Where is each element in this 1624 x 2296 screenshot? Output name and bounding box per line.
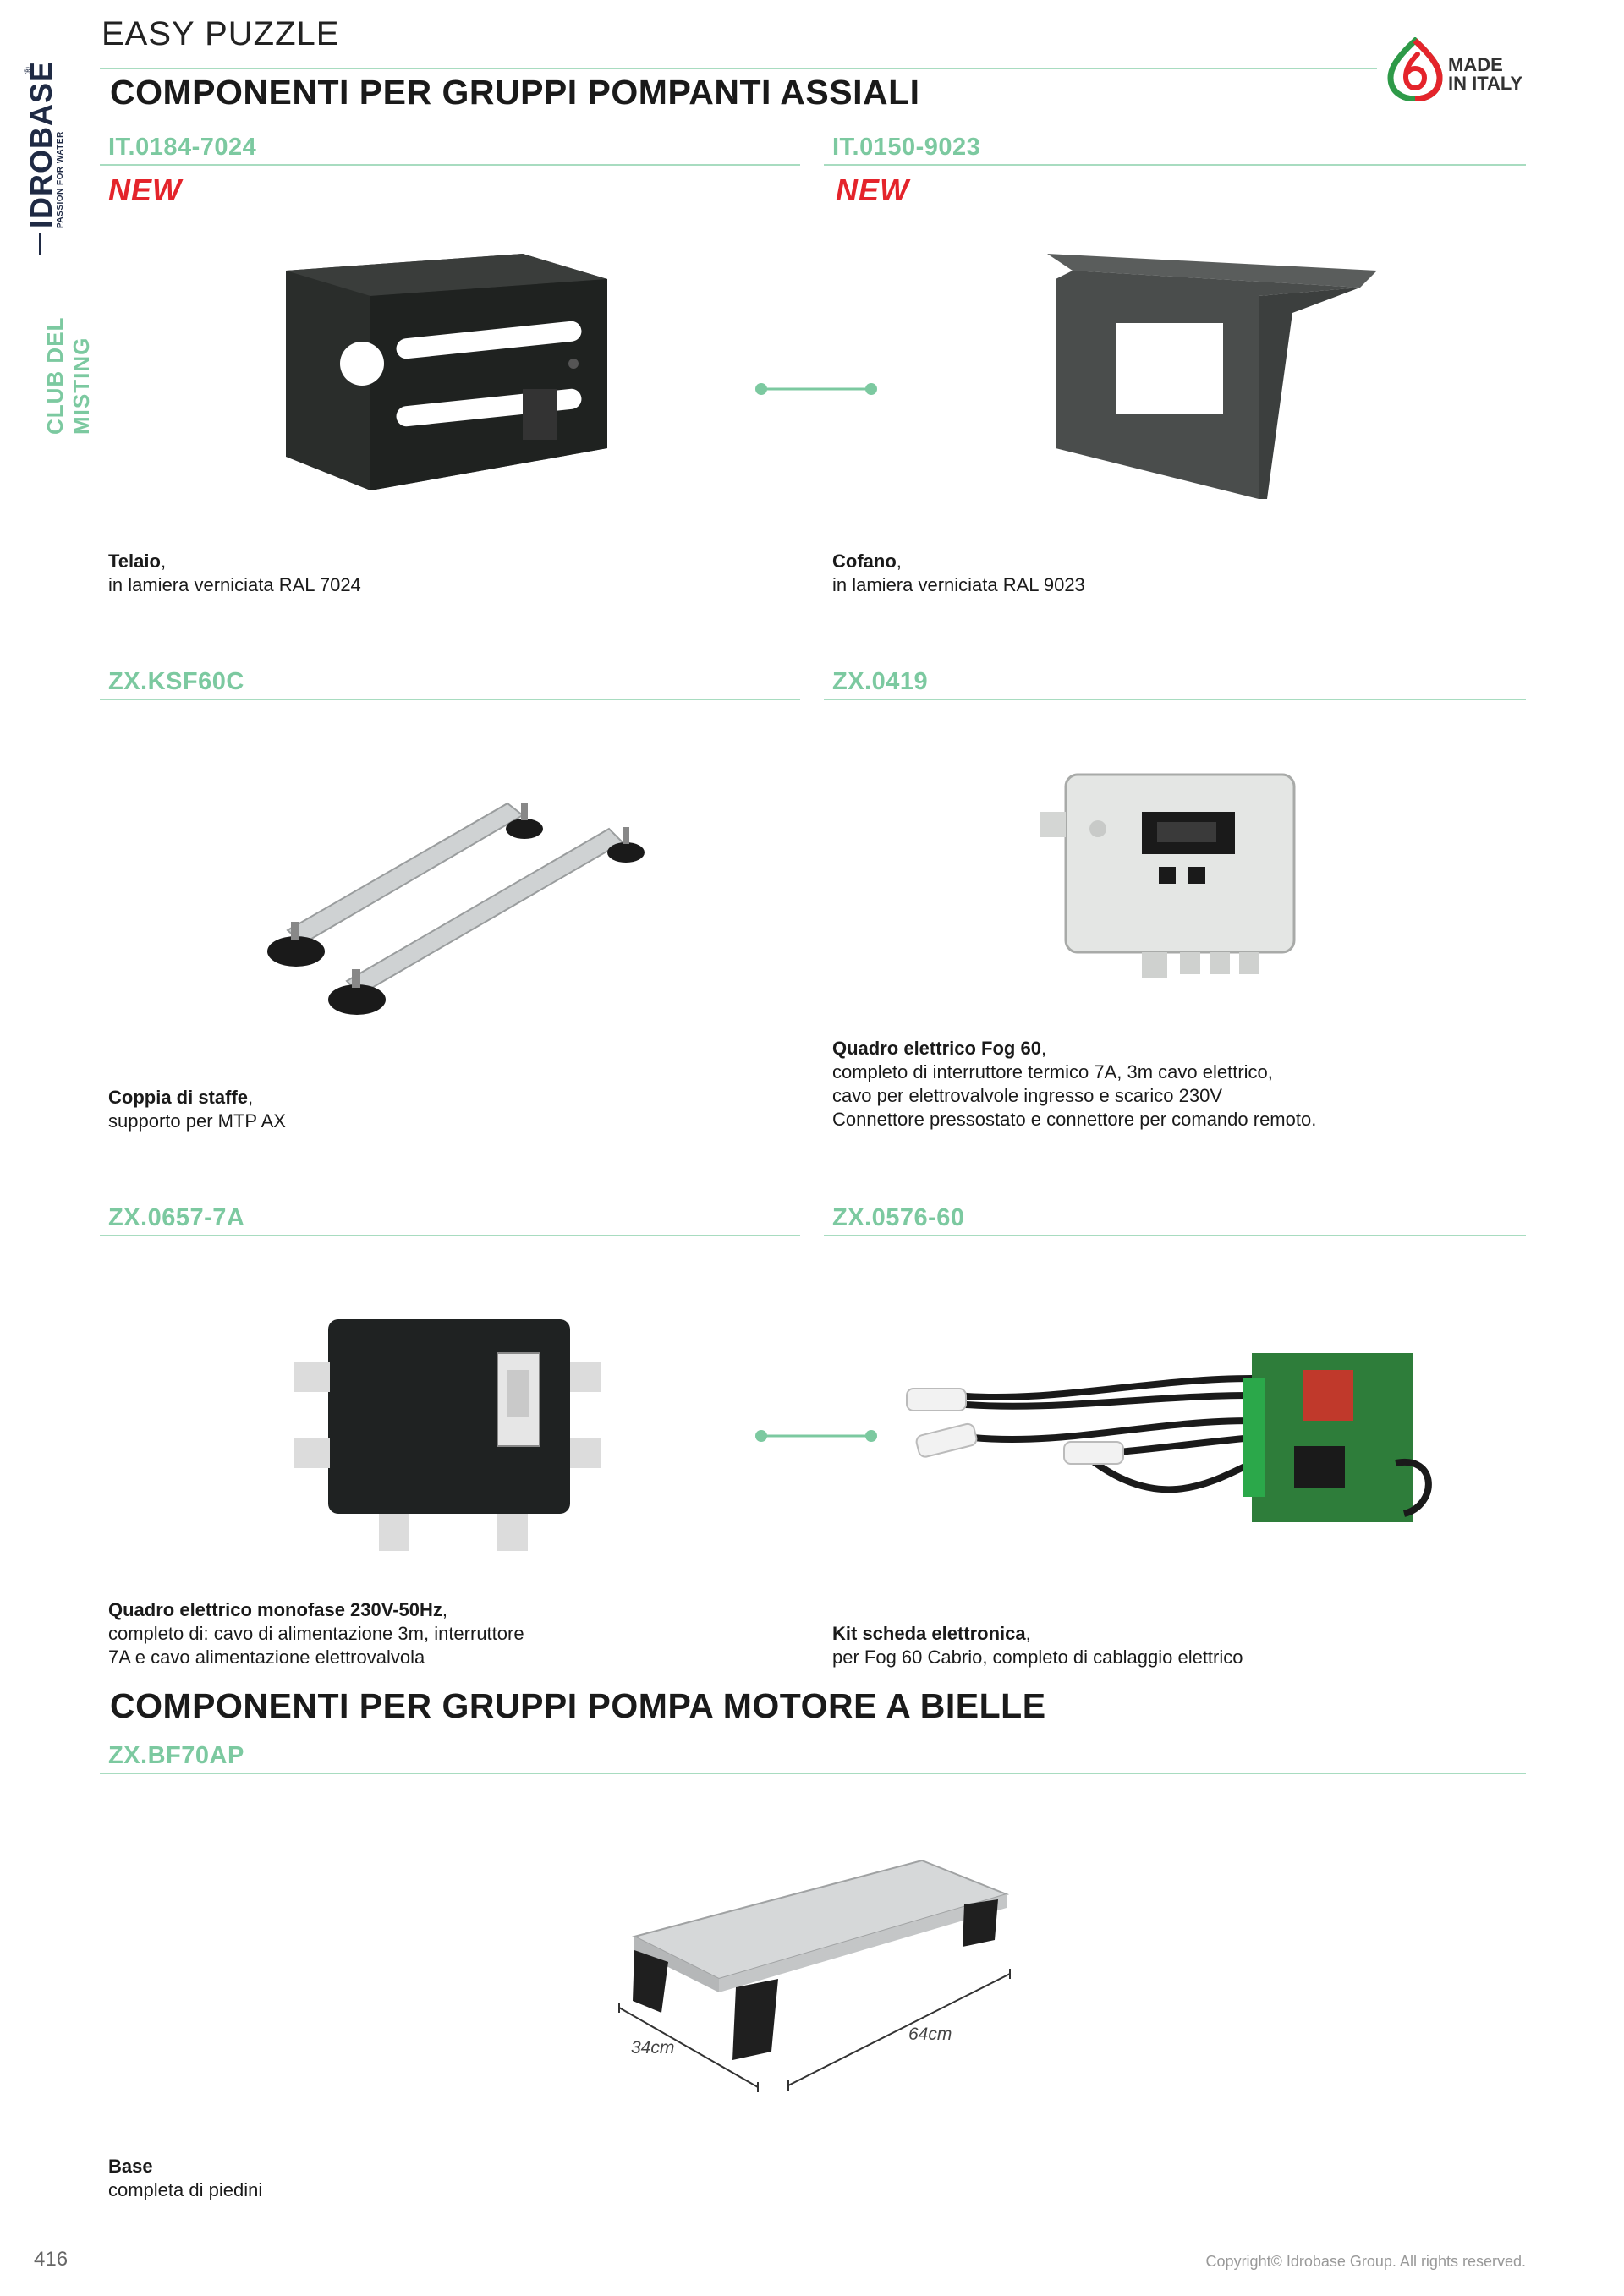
brand-name: IDROBASE xyxy=(24,60,58,228)
product-description: Base completa di piedini xyxy=(108,2155,262,2202)
product-rule xyxy=(100,164,800,166)
page-title: EASY PUZZLE xyxy=(102,15,340,52)
product-description: Kit scheda elettronica, per Fog 60 Cabri… xyxy=(832,1623,1243,1668)
quadro-fog60-image xyxy=(1040,773,1296,978)
sidebar-club-label: CLUB DEL MISTING xyxy=(42,317,94,435)
quadro-monofase-image xyxy=(294,1319,601,1551)
link-connector xyxy=(755,1430,877,1442)
section-title-assiali: COMPONENTI PER GRUPPI POMPANTI ASSIALI xyxy=(110,73,920,112)
product-description: Coppia di staffe, supporto per MTP AX xyxy=(108,1087,286,1132)
product-description: Cofano, in lamiera verniciata RAL 9023 xyxy=(832,551,1085,595)
section-title-bielle: COMPONENTI PER GRUPPI POMPA MOTORE A BIE… xyxy=(110,1686,1046,1725)
product-detail: completo di: cavo di alimentazione 3m, i… xyxy=(108,1623,524,1644)
product-code: ZX.KSF60C xyxy=(108,668,244,695)
new-badge: NEW xyxy=(108,173,182,207)
product-rule xyxy=(100,1235,800,1236)
product-detail: 7A e cavo alimentazione elettrovalvola xyxy=(108,1647,425,1668)
cofano-cover-image xyxy=(1047,254,1377,499)
product-code: ZX.0657-7A xyxy=(108,1204,245,1231)
product-rule xyxy=(824,164,1526,166)
product-rule xyxy=(824,699,1526,700)
product-rule xyxy=(100,1773,1526,1774)
product-name: Quadro elettrico Fog 60 xyxy=(832,1038,1041,1059)
product-detail: in lamiera verniciata RAL 7024 xyxy=(108,574,361,595)
product-code: IT.0184-7024 xyxy=(108,134,257,161)
product-code: ZX.0419 xyxy=(832,668,929,695)
product-detail: per Fog 60 Cabrio, completo di cablaggio… xyxy=(832,1647,1243,1668)
sidebar-divider xyxy=(39,233,41,255)
product-name: Quadro elettrico monofase 230V-50Hz xyxy=(108,1599,442,1620)
copyright-notice: Copyright© Idrobase Group. All rights re… xyxy=(1205,2253,1526,2270)
made-in-italy-line2: IN ITALY xyxy=(1448,73,1523,94)
made-in-italy-logo: MADE IN ITALY xyxy=(1385,37,1529,105)
product-code: ZX.0576-60 xyxy=(832,1204,965,1231)
product-code: ZX.BF70AP xyxy=(108,1742,244,1769)
staffe-brackets-image xyxy=(267,802,645,1015)
product-detail: in lamiera verniciata RAL 9023 xyxy=(832,574,1085,595)
product-description: Quadro elettrico Fog 60, completo di int… xyxy=(832,1038,1317,1130)
product-detail: supporto per MTP AX xyxy=(108,1110,286,1132)
product-name: Kit scheda elettronica xyxy=(832,1623,1026,1644)
telaio-frame-image xyxy=(286,254,607,490)
product-rule xyxy=(100,699,800,700)
product-detail: completo di interruttore termico 7A, 3m … xyxy=(832,1061,1273,1082)
product-name: Base xyxy=(108,2156,153,2177)
product-description: Telaio, in lamiera verniciata RAL 7024 xyxy=(108,551,361,595)
made-in-italy-line1: MADE xyxy=(1448,54,1503,75)
product-detail: Connettore pressostato e connettore per … xyxy=(832,1109,1317,1130)
product-detail: completa di piedini xyxy=(108,2179,263,2200)
page-number: 416 xyxy=(34,2248,69,2271)
sidebar-brand: IDROBASE ® PASSION FOR WATER xyxy=(22,8,66,228)
product-rule xyxy=(824,1235,1526,1236)
product-name: Coppia di staffe xyxy=(108,1087,249,1108)
dimension-width-label: 34cm xyxy=(631,2038,675,2058)
product-code: IT.0150-9023 xyxy=(832,134,981,161)
product-name: Telaio xyxy=(108,551,161,572)
product-description: Quadro elettrico monofase 230V-50Hz, com… xyxy=(108,1599,524,1668)
made-in-italy-icon xyxy=(1387,37,1443,101)
brand-registered-mark: ® xyxy=(22,67,34,74)
base-plate-image xyxy=(618,1859,1011,2092)
product-name: Cofano xyxy=(832,551,897,572)
header-rule xyxy=(100,68,1377,69)
dimension-length-label: 64cm xyxy=(908,2025,952,2044)
link-connector xyxy=(755,383,877,395)
scheda-elettronica-image xyxy=(906,1353,1432,1522)
product-detail: cavo per elettrovalvole ingresso e scari… xyxy=(832,1085,1223,1106)
new-badge: NEW xyxy=(836,173,909,207)
brand-tagline: PASSION FOR WATER xyxy=(56,131,65,228)
